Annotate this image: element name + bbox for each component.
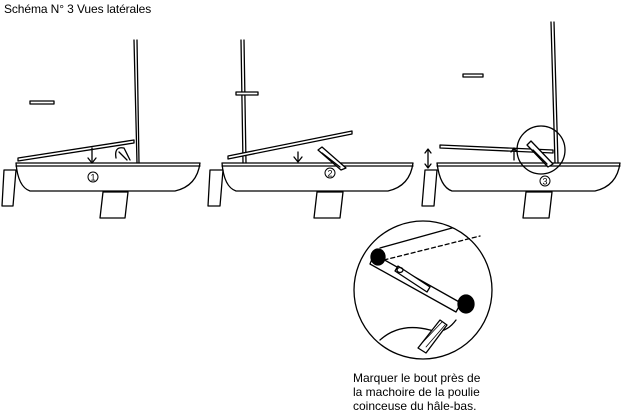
caption-line-2: la machoire de la poulie: [353, 385, 480, 399]
rudder-3: [421, 169, 438, 207]
cleat-block-2: [317, 146, 347, 171]
view-label-2: 2: [328, 169, 333, 179]
daggerboard-1: [99, 191, 129, 219]
zoom-circle-3: [516, 125, 566, 175]
boat-view-2: [207, 39, 414, 219]
batten-1: [29, 100, 55, 105]
diagram-title: Schéma N° 3 Vues latérales: [4, 2, 152, 16]
batten-2: [235, 91, 259, 96]
detail-zoom: [353, 220, 493, 360]
caption-line-3: coinceuse du hâle-bas.: [353, 399, 477, 413]
view-label-ring-1: [87, 171, 99, 183]
detail-circle: [353, 220, 493, 360]
cleat-block-3: [526, 140, 554, 168]
view-labels: 1 2 3: [87, 167, 551, 187]
daggerboard-2: [313, 191, 344, 219]
batten-3: [462, 73, 484, 78]
boom-2: [227, 130, 353, 160]
boom-3: [439, 144, 554, 154]
daggerboard-3: [522, 191, 553, 219]
view-label-3: 3: [543, 177, 548, 187]
hull-2: [221, 162, 414, 192]
view-label-ring-3: [539, 175, 551, 187]
hull-3: [436, 162, 621, 192]
mast-3: [550, 21, 556, 164]
rudder-2: [207, 169, 224, 207]
boat-view-3: [421, 21, 621, 219]
rudder-1: [1, 169, 17, 207]
hull-1: [15, 162, 201, 192]
boat-view-1: [1, 39, 201, 219]
view-label-1: 1: [91, 173, 96, 183]
detail-marker: [417, 319, 448, 354]
detail-rope: [379, 319, 457, 341]
mast-1: [133, 39, 138, 164]
caption-line-1: Marquer le bout près de: [353, 371, 481, 385]
boom-1: [17, 139, 135, 162]
view-label-ring-2: [324, 167, 336, 179]
cleat-block-1: [115, 147, 131, 161]
mast-2: [240, 39, 244, 164]
